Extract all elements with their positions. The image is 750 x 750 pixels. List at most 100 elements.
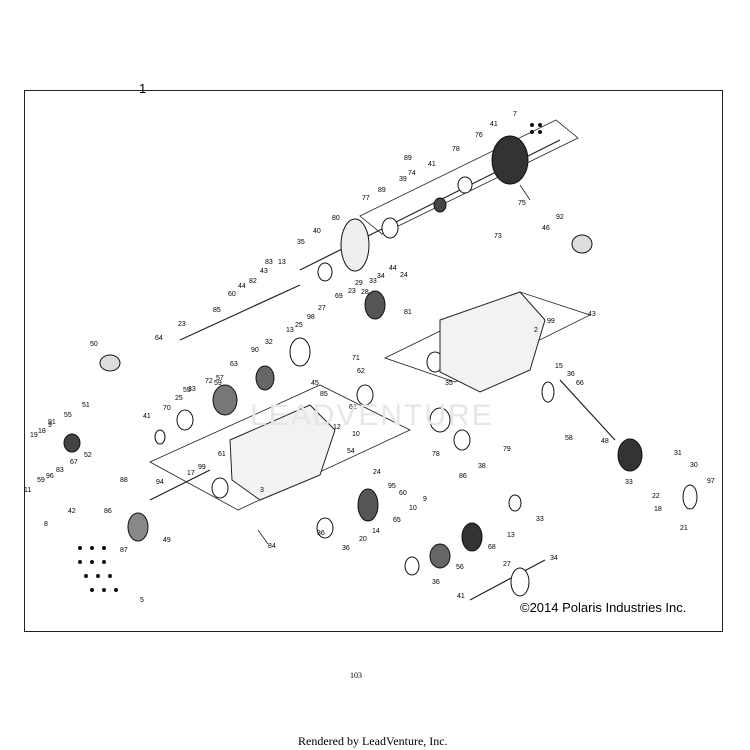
callout: 51 — [82, 402, 90, 409]
page-number: 103 — [350, 671, 362, 680]
callout: 61 — [218, 451, 226, 458]
callout-labels: 7 41 76 78 75 41 89 39 74 89 77 80 40 35… — [24, 111, 715, 604]
callout: 27 — [503, 561, 511, 568]
callout: 8 — [44, 521, 48, 528]
callout: 59 — [37, 477, 45, 484]
callout: 98 — [307, 314, 315, 321]
callout: 59 — [214, 380, 222, 387]
callout: 35 — [297, 239, 305, 246]
callout: 43 — [588, 311, 596, 318]
callout: 28 — [361, 289, 369, 296]
callout: 33 — [369, 278, 377, 285]
callout: 17 — [187, 470, 195, 477]
callout: 13 — [278, 259, 286, 266]
callout: 76 — [475, 132, 483, 139]
callout: 3 — [260, 487, 264, 494]
callout: 89 — [404, 155, 412, 162]
callout: 41 — [143, 413, 151, 420]
callout: 57 — [216, 375, 224, 382]
callout: 75 — [518, 200, 526, 207]
callout: 91 — [48, 419, 56, 426]
callout: 78 — [452, 146, 460, 153]
callout: 78 — [432, 451, 440, 458]
callout: 21 — [680, 525, 688, 532]
callout: 12 — [333, 424, 341, 431]
callout: 22 — [652, 493, 660, 500]
callout: 99 — [198, 464, 206, 471]
callout: 35 — [445, 380, 453, 387]
callout: 39 — [399, 176, 407, 183]
callout: 23 — [178, 321, 186, 328]
bolts — [78, 123, 542, 592]
callout: 25 — [175, 395, 183, 402]
callout: 44 — [238, 283, 246, 290]
callout: 41 — [428, 161, 436, 168]
callout: 15 — [555, 363, 563, 370]
callout: 79 — [503, 446, 511, 453]
callout: 30 — [690, 462, 698, 469]
callout: 20 — [359, 536, 367, 543]
callout: 49 — [163, 537, 171, 544]
assembly-outlines — [149, 119, 592, 545]
callout: 85 — [320, 391, 328, 398]
callout: 60 — [399, 490, 407, 497]
callout: 18 — [38, 428, 46, 435]
callout: 62 — [357, 368, 365, 375]
callout: 85 — [213, 307, 221, 314]
callout: 67 — [70, 459, 78, 466]
callout: 65 — [393, 517, 401, 524]
callout: 50 — [90, 341, 98, 348]
main-case-half-right — [439, 291, 546, 393]
callout: 90 — [251, 347, 259, 354]
callout: 68 — [488, 544, 496, 551]
callout: 74 — [408, 170, 416, 177]
callout: 11 — [24, 487, 31, 494]
callout: 63 — [230, 361, 238, 368]
callout: 27 — [318, 305, 326, 312]
callout: 96 — [46, 473, 54, 480]
callout: 88 — [120, 477, 128, 484]
callout: 60 — [228, 291, 236, 298]
callout: 81 — [404, 309, 412, 316]
callout: 99 — [547, 318, 555, 325]
callout: 29 — [355, 280, 363, 287]
callout: 87 — [120, 547, 128, 554]
callout: 18 — [654, 506, 662, 513]
callout: 80 — [332, 215, 340, 222]
callout: 33 — [188, 386, 196, 393]
callout: 43 — [260, 268, 268, 275]
callout: 73 — [494, 233, 502, 240]
callout: 24 — [400, 272, 408, 279]
callout: 58 — [565, 435, 573, 442]
callout: 52 — [84, 452, 92, 459]
callout: 42 — [68, 508, 76, 515]
callout: 44 — [389, 265, 397, 272]
callout: 10 — [409, 505, 417, 512]
callout: 70 — [163, 405, 171, 412]
ring-gear — [340, 218, 370, 272]
callout: 23 — [348, 288, 356, 295]
callout: 84 — [268, 543, 276, 550]
callout: 41 — [457, 593, 465, 600]
callout: 69 — [335, 293, 343, 300]
callout: 9 — [48, 422, 52, 429]
callout: 41 — [490, 121, 498, 128]
callout: 9 — [423, 496, 427, 503]
rendered-by-footer: Rendered by LeadVenture, Inc. — [298, 734, 448, 748]
callout: 36 — [317, 530, 325, 537]
callout: 71 — [352, 355, 360, 362]
diagram-frame — [24, 90, 723, 632]
callout: 48 — [601, 438, 609, 445]
callout: 83 — [265, 259, 273, 266]
copyright-notice: ©2014 Polaris Industries Inc. — [520, 600, 687, 615]
callout: 54 — [347, 448, 355, 455]
callout: 19 — [30, 432, 38, 439]
callout: 34 — [550, 555, 558, 562]
callout: 24 — [373, 469, 381, 476]
callout: 56 — [456, 564, 464, 571]
callout: 64 — [155, 335, 163, 342]
callout: 25 — [295, 322, 303, 329]
callout: 82 — [249, 278, 257, 285]
callout: 10 — [352, 431, 360, 438]
